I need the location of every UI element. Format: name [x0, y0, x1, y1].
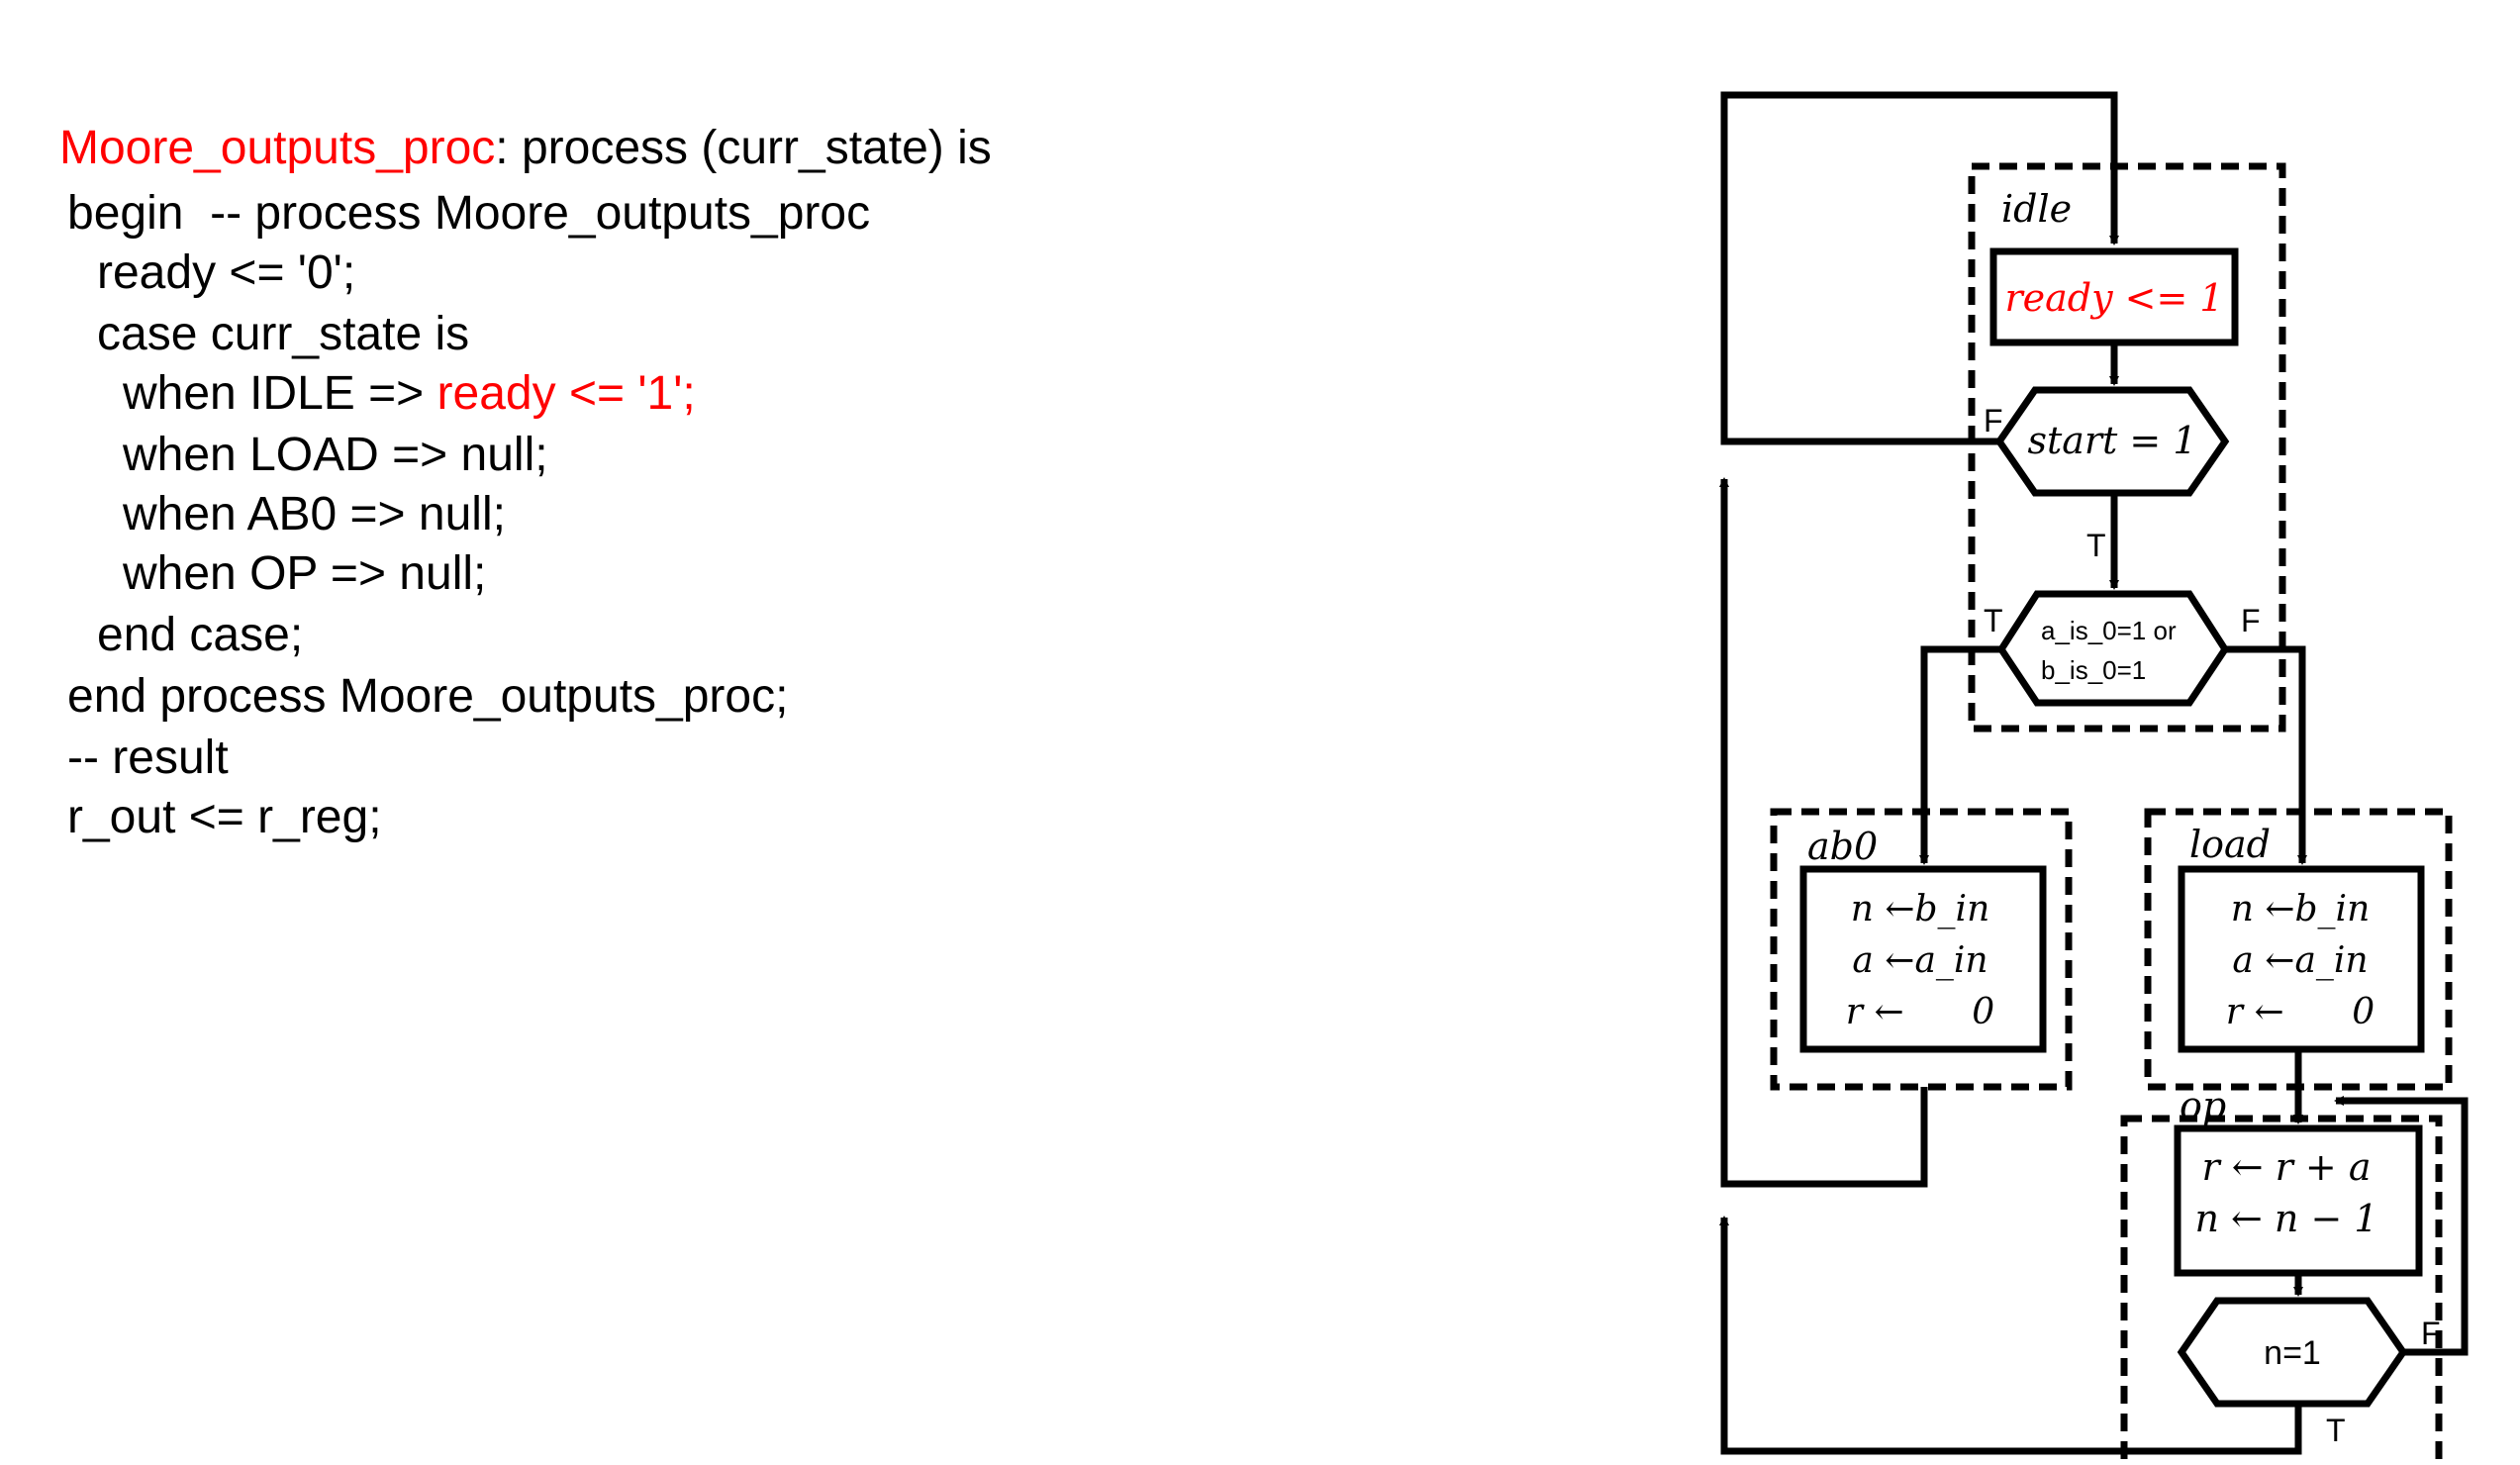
code-line-ready-default: ready <= '0';: [97, 246, 356, 299]
code-line-when-idle: when IDLE => ready <= '1';: [123, 367, 696, 420]
n-false-label: F: [2421, 1316, 2441, 1351]
code-line-r-out: r_out <= r_reg;: [67, 791, 382, 843]
process-name: Moore_outputs_proc: [59, 122, 496, 174]
idle-action-text: ready <= 1: [2004, 276, 2223, 320]
state-label-idle: idle: [2001, 187, 2072, 231]
code-line-process-header: Moore_outputs_proc: process (curr_state)…: [59, 122, 992, 174]
ready-assignment: ready <= '1';: [436, 367, 696, 420]
load-action-line3: r ← 0: [2226, 992, 2375, 1032]
code-line-when-load: when LOAD => null;: [123, 429, 548, 481]
load-action-line2: a ←a_in: [2232, 940, 2368, 981]
code-line-end-case: end case;: [97, 609, 304, 661]
load-action-line1: n ←b_in: [2231, 889, 2371, 929]
ab0-action-line2: a ←a_in: [1852, 940, 1987, 981]
ab0-action-line3: r ← 0: [1846, 992, 1994, 1032]
code-line-when-ab0: when AB0 => null;: [123, 488, 506, 540]
n-condition-text: n=1: [2264, 1334, 2321, 1372]
n-true-label: T: [2326, 1413, 2346, 1448]
op-action-line2: n ← n − 1: [2194, 1197, 2377, 1240]
idle-action-box: [1989, 247, 2239, 346]
code-line-begin: begin -- process Moore_outputs_proc: [67, 187, 871, 240]
zero-condition-line1: a_is_0=1 or: [2041, 616, 2177, 645]
zero-false-label: F: [2241, 603, 2261, 638]
start-decision: [1994, 386, 2230, 497]
code-line-comment-result: -- result: [67, 732, 229, 784]
start-false-label: F: [1984, 403, 2003, 439]
ab0-action-box: [1799, 865, 2047, 1053]
zero-check-decision: [1996, 590, 2230, 707]
state-label-op: op: [2180, 1084, 2226, 1127]
start-condition-text: start = 1: [2027, 419, 2196, 462]
code-line-case: case curr_state is: [97, 308, 470, 360]
start-true-label: T: [2086, 528, 2106, 563]
state-label-ab0: ab0: [1807, 825, 1878, 868]
zero-true-label: T: [1984, 603, 2003, 638]
code-line-when-op: when OP => null;: [123, 547, 487, 600]
flow-connectors: [1719, 91, 2469, 1455]
op-action-line1: r ← r + a: [2202, 1145, 2372, 1189]
op-action-box: [2174, 1124, 2423, 1277]
zero-condition-line2: b_is_0=1: [2041, 655, 2146, 685]
idle-state-block: [1968, 162, 2286, 732]
ab0-action-line1: n ←b_in: [1851, 889, 1990, 929]
state-label-load: load: [2189, 823, 2271, 866]
code-line-end-process: end process Moore_outputs_proc;: [67, 670, 789, 723]
vhdl-code-listing: Moore_outputs_proc: process (curr_state)…: [0, 0, 1188, 891]
